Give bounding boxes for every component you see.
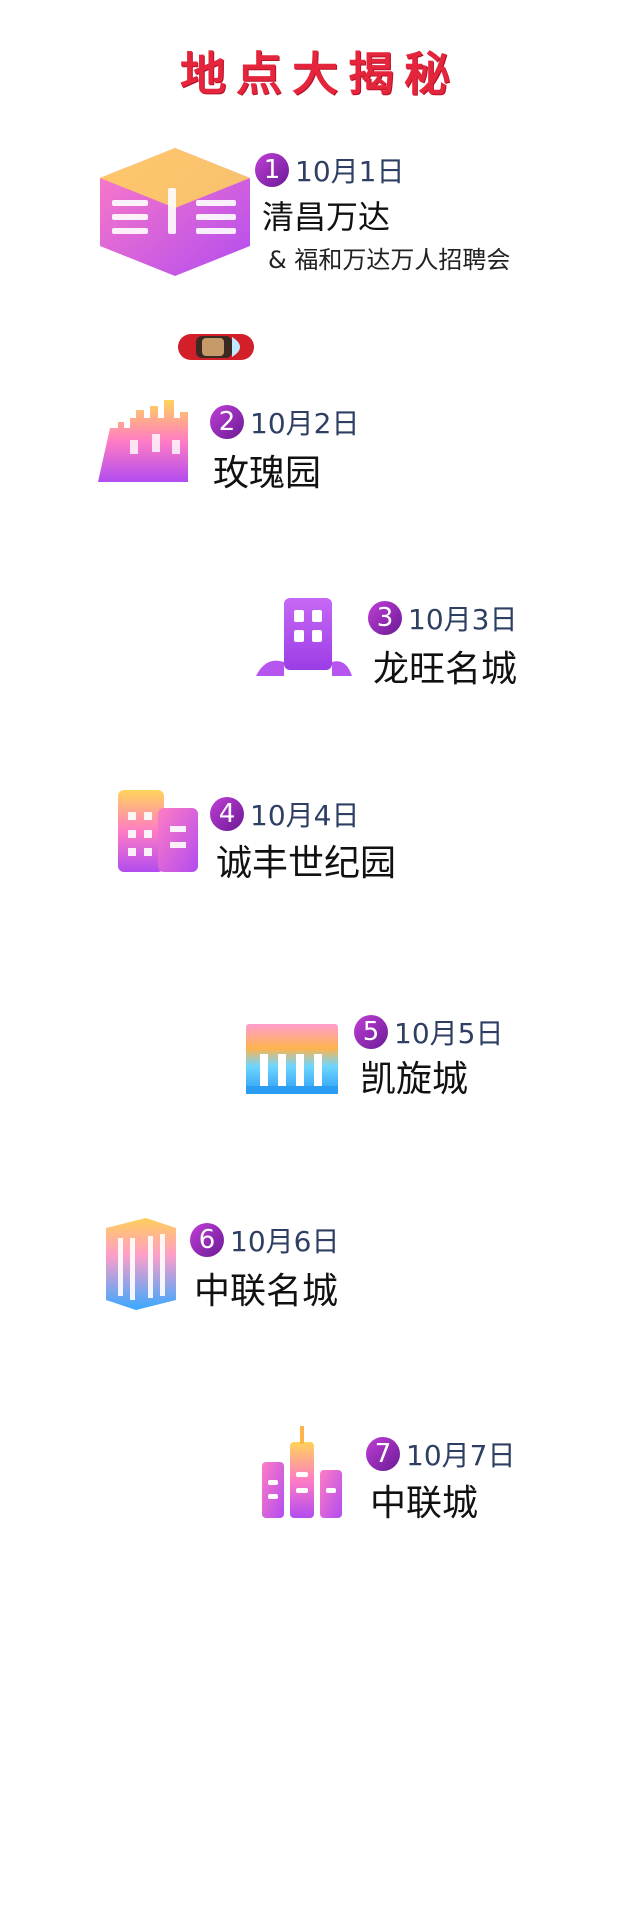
skyscraper-icon xyxy=(106,1218,176,1310)
location-name: 玫瑰园 xyxy=(213,453,322,494)
car-icon xyxy=(178,334,254,360)
location-name: 凯旋城 xyxy=(360,1059,469,1100)
date-label: 10月1日 xyxy=(295,155,405,188)
number-badge: 2 xyxy=(210,405,244,439)
date-label: 10月4日 xyxy=(250,799,360,832)
mall-building-icon xyxy=(100,148,250,276)
office-building-icon xyxy=(256,598,352,676)
date-label: 10月6日 xyxy=(230,1225,340,1258)
number-badge: 4 xyxy=(210,797,244,831)
location-name: 中联城 xyxy=(370,1483,479,1524)
number-badge: 7 xyxy=(366,1437,400,1471)
number-badge: 5 xyxy=(354,1015,388,1049)
columned-hall-icon xyxy=(246,1024,338,1094)
location-subtitle: & 福和万达万人招聘会 xyxy=(268,246,511,274)
number-badge: 3 xyxy=(368,601,402,635)
date-label: 10月2日 xyxy=(250,407,360,440)
number-badge: 1 xyxy=(255,153,289,187)
number-badge: 6 xyxy=(190,1223,224,1257)
date-label: 10月7日 xyxy=(406,1439,516,1472)
location-name: 清昌万达 xyxy=(262,198,391,236)
page-title: 地点大揭秘 xyxy=(180,47,460,101)
apartment-buildings-icon xyxy=(118,790,198,872)
location-name: 中联名城 xyxy=(194,1271,339,1312)
castle-icon xyxy=(98,400,188,482)
date-label: 10月5日 xyxy=(394,1017,504,1050)
location-name: 诚丰世纪园 xyxy=(216,843,397,884)
towers-icon xyxy=(262,1426,342,1518)
location-name: 龙旺名城 xyxy=(373,649,518,690)
date-label: 10月3日 xyxy=(408,603,518,636)
